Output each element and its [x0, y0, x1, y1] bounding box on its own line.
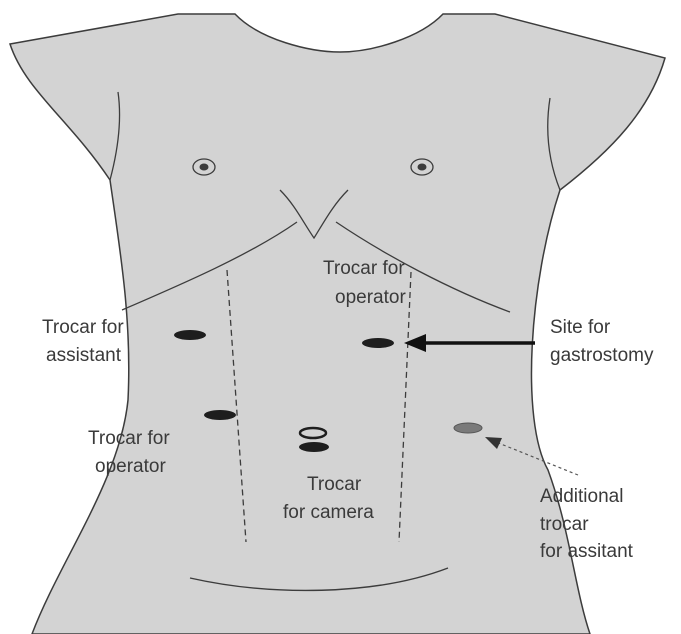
operator-lower-label-line1: Trocar for — [88, 428, 170, 449]
operator-lower-label-line2: operator — [95, 456, 166, 477]
camera-label-line1: Trocar — [307, 474, 362, 495]
camera-port-ring — [300, 428, 326, 438]
gastrostomy-label-line2: gastrostomy — [550, 345, 654, 366]
gastrostomy-label-line1: Site for — [550, 317, 611, 338]
camera-port — [299, 442, 329, 452]
operator-upper-port — [362, 338, 394, 348]
additional-label-line1: Additional — [540, 486, 623, 507]
camera-label-line2: for camera — [283, 502, 374, 523]
operator-lower-port — [204, 410, 236, 420]
assistant-port — [174, 330, 206, 340]
additional-label-line2: trocar — [540, 514, 589, 535]
additional-port — [454, 423, 482, 433]
operator-upper-label-line1: Trocar for — [323, 258, 405, 279]
assistant-label-line2: assistant — [46, 345, 122, 366]
additional-label-line3: for assitant — [540, 541, 634, 562]
assistant-label-line1: Trocar for — [42, 317, 124, 338]
operator-upper-label-line2: operator — [335, 287, 406, 308]
